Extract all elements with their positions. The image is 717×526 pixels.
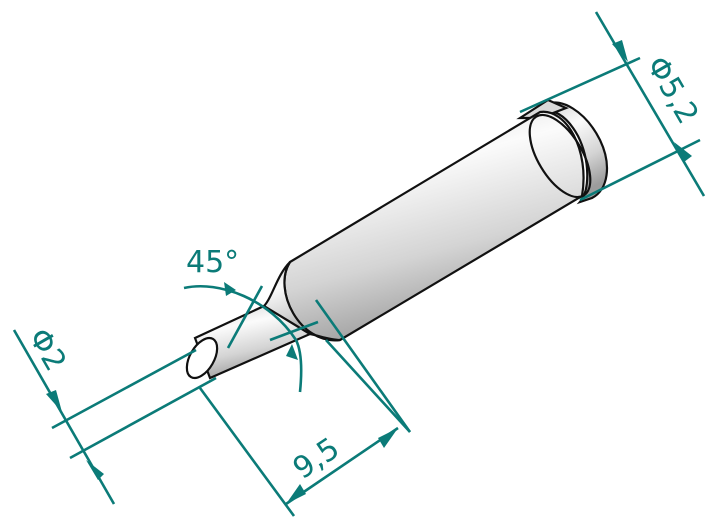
taper [260, 261, 341, 342]
shank [283, 110, 585, 342]
tip-angle-value: 45° [186, 245, 239, 280]
shank-end [528, 113, 592, 199]
soldering-tip-body [185, 98, 608, 380]
tip-length-value: 9,5 [287, 431, 346, 487]
tip-angle-dimension: 45° [183, 245, 319, 393]
tip-length-dimension: 9,5 [198, 299, 412, 517]
tip-diameter-dimension: Φ 2 [12, 323, 217, 505]
